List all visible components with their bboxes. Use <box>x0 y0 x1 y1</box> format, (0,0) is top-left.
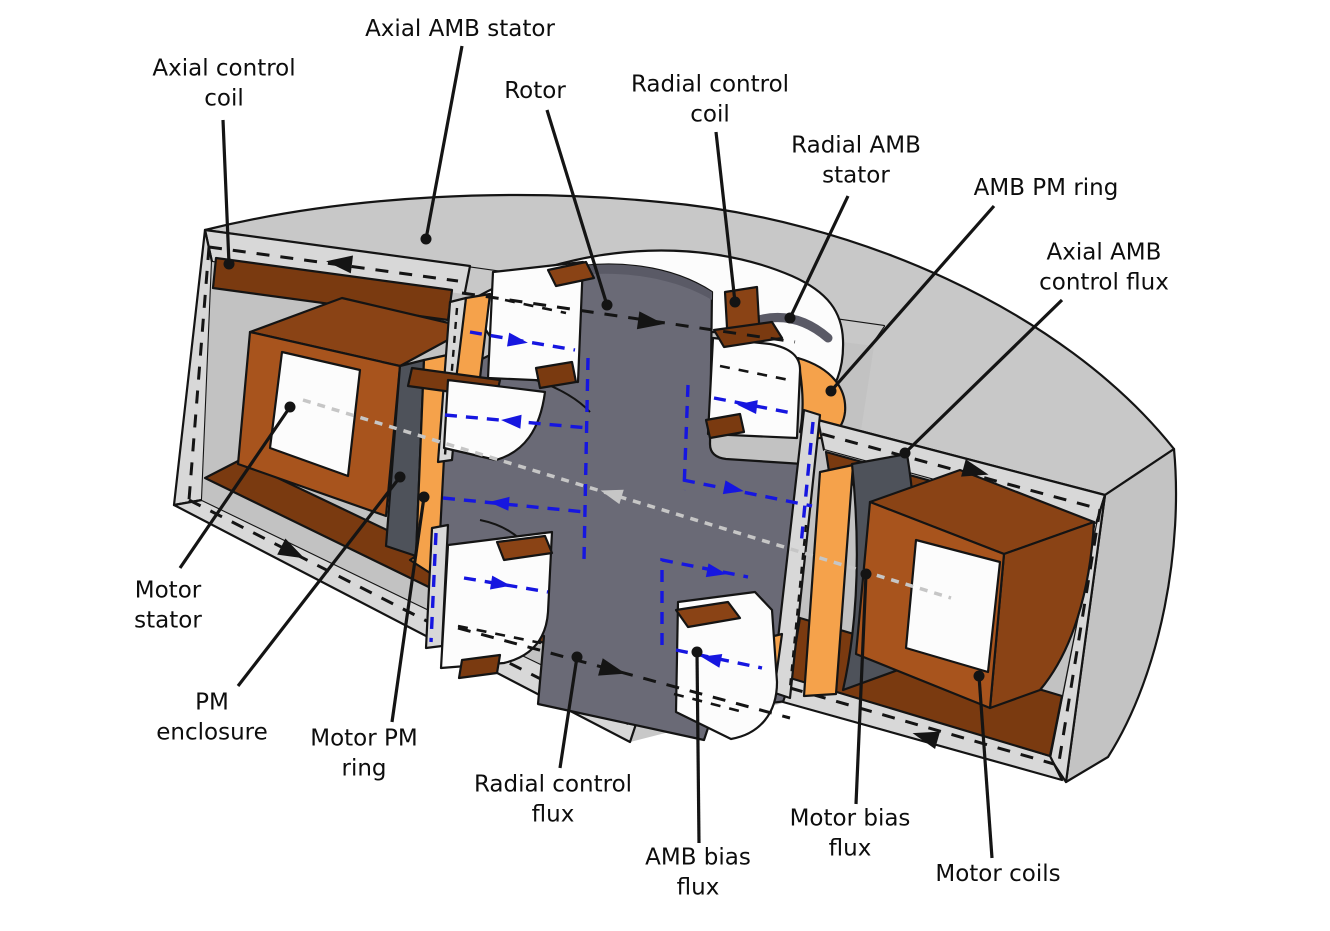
black-flux-arrow-2 <box>598 658 626 676</box>
right-frame-bias-flux-dashes <box>789 432 1102 769</box>
blue-flux-6 <box>682 384 690 491</box>
blue-flux-arrow-6 <box>722 480 744 495</box>
right-motor-coil-side-face <box>988 520 1096 710</box>
leader-dot-motor-coils <box>973 670 985 682</box>
leader-line-amb-pm-ring <box>829 204 996 393</box>
leader-line-motor-stator <box>178 406 292 569</box>
leader-dot-radial-control-coil <box>729 296 741 308</box>
leader-dot-pm-enclosure <box>394 471 406 483</box>
flux-arrowheads <box>277 255 989 749</box>
motor-pm-ring-right-strip <box>802 463 855 698</box>
blue-flux-arrow-7 <box>701 654 723 668</box>
leader-dot-radial-amb-stator <box>784 312 796 324</box>
gray-flux-arrow-1 <box>600 489 624 505</box>
right-motor-coil-window <box>904 538 1002 674</box>
radial-stator-bottom-left-box <box>439 530 554 670</box>
leader-line-axial-amb-control-flux <box>903 298 1064 455</box>
right-box-bias-dashes <box>719 364 790 382</box>
leader-dot-motor-stator <box>284 401 296 413</box>
radial-coil-tab-bl <box>495 534 554 562</box>
blue-flux-arrow-3 <box>501 414 522 429</box>
motor-coil-window <box>268 350 362 478</box>
leader-dot-axial-amb-stator <box>420 233 432 245</box>
black-flux-arrow-1 <box>636 311 664 330</box>
radial-coil-tab-right-lower <box>704 412 746 440</box>
blue-flux-arrow-1 <box>507 332 528 347</box>
black-flux-arrow-3 <box>326 255 354 274</box>
radial-stator-right-box <box>706 336 802 440</box>
axis-centerline <box>302 398 952 600</box>
leader-dot-axial-amb-control-flux <box>899 447 911 459</box>
leader-line-axial-control-coil <box>221 119 231 265</box>
blue-flux-7 <box>682 478 813 508</box>
leader-dot-motor-bias-flux <box>860 568 872 580</box>
leader-dot-amb-pm-ring <box>825 385 837 397</box>
black-flux-arrow-5 <box>961 459 989 477</box>
leader-line-pm-enclosure <box>236 476 402 687</box>
radial-coil-foot-bl <box>457 653 502 680</box>
blue-flux-5 <box>442 496 586 514</box>
black-flux-arrow-6 <box>912 731 941 749</box>
bottom-left-box-dashes <box>457 624 542 645</box>
blue-flux-arrow-4 <box>489 496 510 511</box>
leader-line-axial-amb-stator <box>424 45 464 240</box>
blue-flux-11 <box>429 532 438 643</box>
leader-line-radial-control-flux <box>558 656 579 769</box>
blue-flux-2 <box>582 357 590 561</box>
radial-stator-front-pieces <box>406 260 802 741</box>
disc-side-surface <box>1064 447 1178 784</box>
leader-dot-axial-control-coil <box>223 258 235 270</box>
blue-flux-arrow-2 <box>737 400 758 415</box>
radial-coil-tab-bottom-left <box>534 360 578 390</box>
blue-flux-8 <box>713 396 793 415</box>
radial-stator-left-box <box>486 260 585 384</box>
black-flux-arrow-4 <box>277 538 305 559</box>
leader-line-radial-amb-stator <box>788 195 850 319</box>
right-motor-assembly <box>770 408 1107 784</box>
disc-top-surface <box>203 193 1176 497</box>
rotor-top-edge <box>556 264 712 300</box>
leader-dot-rotor <box>601 299 613 311</box>
leader-line-amb-bias-flux <box>695 651 701 844</box>
leader-line-rotor <box>545 109 609 306</box>
label-leader-lines <box>178 45 1064 859</box>
leader-line-motor-coils <box>977 675 994 859</box>
blue-flux-arrow-8 <box>705 563 727 578</box>
blue-flux-10 <box>660 557 749 645</box>
leader-dot-motor-pm-ring <box>418 491 430 503</box>
bottom-right-box-dashes <box>673 692 748 715</box>
leader-line-motor-bias-flux <box>854 573 868 805</box>
radial-coil-tab-br <box>674 600 742 629</box>
blue-flux-arrow-5 <box>490 575 511 590</box>
leader-dot-amb-bias-flux <box>691 646 703 658</box>
leader-line-radial-control-coil <box>714 131 737 303</box>
leader-line-motor-pm-ring <box>390 496 426 723</box>
radial-coil-tab-top-left <box>546 260 596 288</box>
bias-flux-top <box>461 291 796 344</box>
right-frame-inner-strut <box>770 408 822 700</box>
leader-dot-radial-control-flux <box>571 651 583 663</box>
